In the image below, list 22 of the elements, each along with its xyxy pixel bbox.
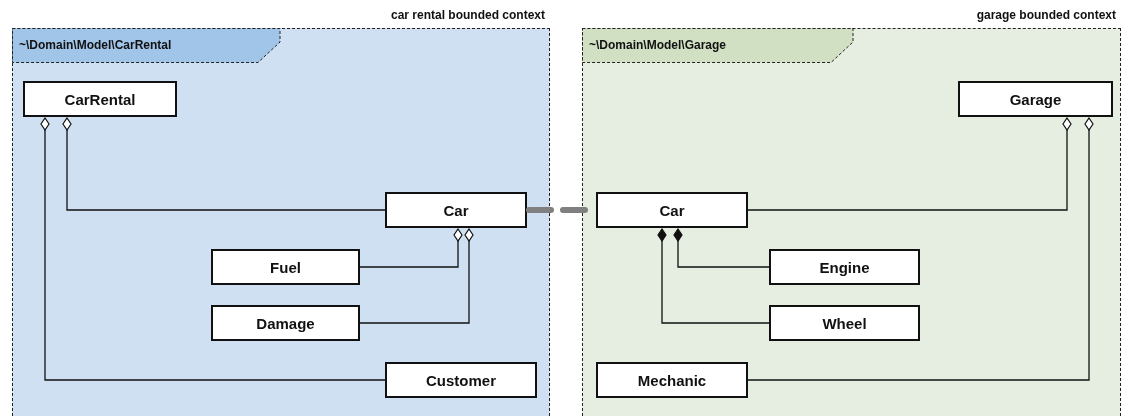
- aggregation-line: [62, 117, 386, 211]
- class-box: Mechanic: [596, 362, 748, 398]
- context-heading: garage bounded context: [976, 8, 1116, 22]
- class-box: Car: [385, 192, 527, 228]
- aggregation-line: [40, 117, 386, 381]
- class-box: CarRental: [23, 81, 177, 117]
- class-box: Damage: [211, 305, 360, 341]
- class-box: Garage: [958, 81, 1113, 117]
- aggregation-line: [359, 228, 474, 324]
- namespace-label: ~\Domain\Model\CarRental: [19, 38, 172, 52]
- aggregation-line: [747, 117, 1072, 211]
- aggregation-line: [359, 228, 463, 268]
- aggregation-line: [747, 117, 1094, 381]
- composition-line: [657, 228, 770, 324]
- class-box: Engine: [769, 249, 920, 285]
- class-box: Customer: [385, 362, 537, 398]
- context-heading: car rental bounded context: [390, 8, 545, 22]
- composition-line: [673, 228, 770, 268]
- namespace-label: ~\Domain\Model\Garage: [589, 38, 727, 52]
- class-box: Fuel: [211, 249, 360, 285]
- class-box: Car: [596, 192, 748, 228]
- class-box: Wheel: [769, 305, 920, 341]
